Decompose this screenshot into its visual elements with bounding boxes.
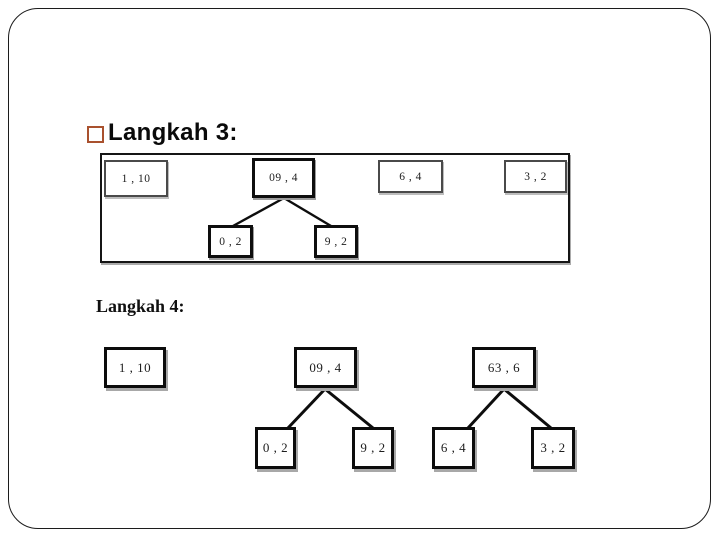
step3-node-3-2: 3 , 2: [504, 160, 567, 193]
step4-label: Langkah 4:: [96, 296, 185, 316]
square-bullet-icon: [87, 126, 104, 143]
step4-node-1-10: 1 , 10: [104, 347, 166, 388]
step4-node-09-4: 09 , 4: [294, 347, 357, 388]
step3-node-9-2: 9 , 2: [314, 225, 358, 258]
step4-node-6-4: 6 , 4: [432, 427, 475, 469]
step4-node-63-6: 63 , 6: [472, 347, 536, 388]
step4-node-3-2: 3 , 2: [531, 427, 575, 469]
step3-node-6-4: 6 , 4: [378, 160, 443, 193]
step4-node-9-2: 9 , 2: [352, 427, 394, 469]
page-title: Langkah 3:: [108, 119, 238, 146]
step3-node-0-2: 0 , 2: [208, 225, 253, 258]
step3-node-09-4: 09 , 4: [252, 158, 315, 198]
step4-node-0-2: 0 , 2: [255, 427, 296, 469]
step3-node-1-10: 1 , 10: [104, 160, 168, 197]
title-row: Langkah 3:: [87, 117, 238, 148]
